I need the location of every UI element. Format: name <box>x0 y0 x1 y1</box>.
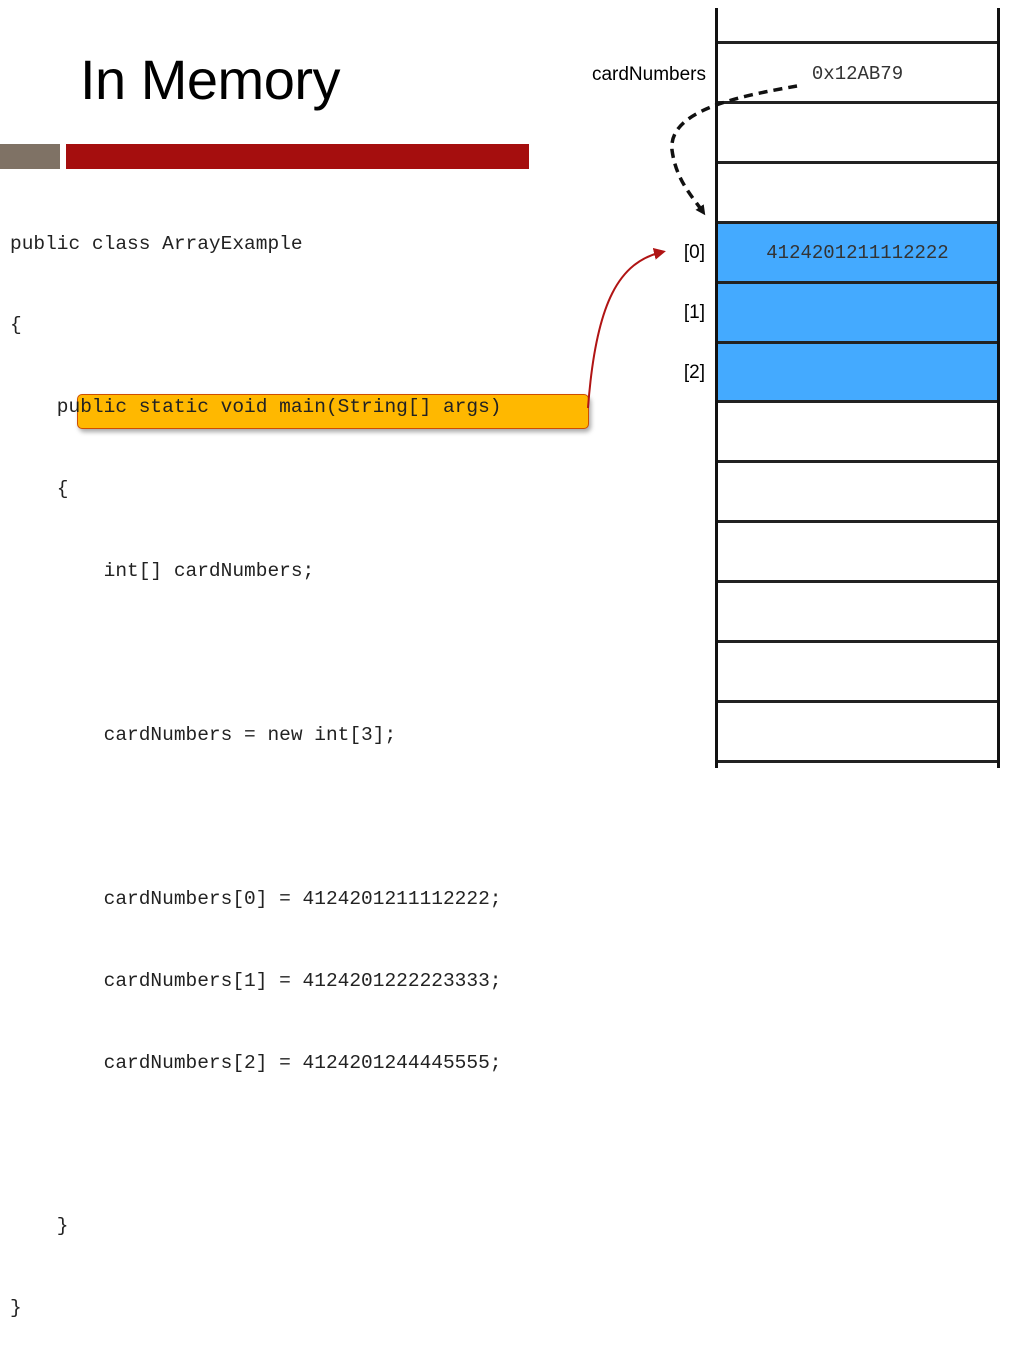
code-line: cardNumbers[1] = 4124201222223333; <box>10 969 502 992</box>
memory-divider <box>715 400 1000 403</box>
code-line: } <box>10 1297 22 1320</box>
memory-divider <box>715 520 1000 523</box>
memory-divider <box>715 41 1000 44</box>
code-line: int[] cardNumbers; <box>10 560 315 583</box>
code-line: { <box>10 314 22 337</box>
assignment-arrow <box>587 248 666 409</box>
memory-divider <box>715 281 1000 284</box>
memory-divider <box>715 101 1000 104</box>
code-line: } <box>10 1215 69 1238</box>
memory-divider <box>715 640 1000 643</box>
index-label-2: [2] <box>683 362 705 383</box>
memory-divider <box>715 460 1000 463</box>
code-block: public class ArrayExample { public stati… <box>10 176 501 1350</box>
code-line: { <box>10 478 69 501</box>
memory-divider <box>715 341 1000 344</box>
reference-address: 0x12AB79 <box>811 63 904 85</box>
code-line: cardNumbers = new int[3]; <box>10 723 397 746</box>
memory-column: 0x12AB79 4124201211112222 <box>715 0 1000 768</box>
memory-cell-1 <box>715 282 1000 341</box>
code-line <box>10 1131 501 1158</box>
title-accent-bar-grey <box>0 144 60 169</box>
memory-divider <box>715 221 1000 224</box>
variable-label: cardNumbers <box>591 64 706 85</box>
index-label-1: [1] <box>683 302 705 323</box>
code-line <box>10 640 501 667</box>
slide-title: In Memory <box>80 48 341 111</box>
highlighted-statement <box>77 394 589 429</box>
memory-divider <box>715 700 1000 703</box>
index-label-0: [0] <box>683 242 705 263</box>
code-line: public static void main(String[] args) <box>10 396 502 419</box>
memory-border-left <box>715 8 718 768</box>
memory-divider <box>715 580 1000 583</box>
memory-divider <box>715 760 1000 763</box>
code-line: cardNumbers[2] = 4124201244445555; <box>10 1051 502 1074</box>
memory-cell-2 <box>715 342 1000 401</box>
memory-divider <box>715 161 1000 164</box>
code-line <box>10 804 501 831</box>
memory-cell-0 <box>715 222 1000 281</box>
code-line: public class ArrayExample <box>10 232 303 255</box>
code-line-highlighted: cardNumbers[0] = 4124201211112222; <box>10 887 502 910</box>
title-accent-bar-red <box>66 144 529 169</box>
element-0-value: 4124201211112222 <box>766 242 949 264</box>
memory-border-right <box>997 8 1000 768</box>
